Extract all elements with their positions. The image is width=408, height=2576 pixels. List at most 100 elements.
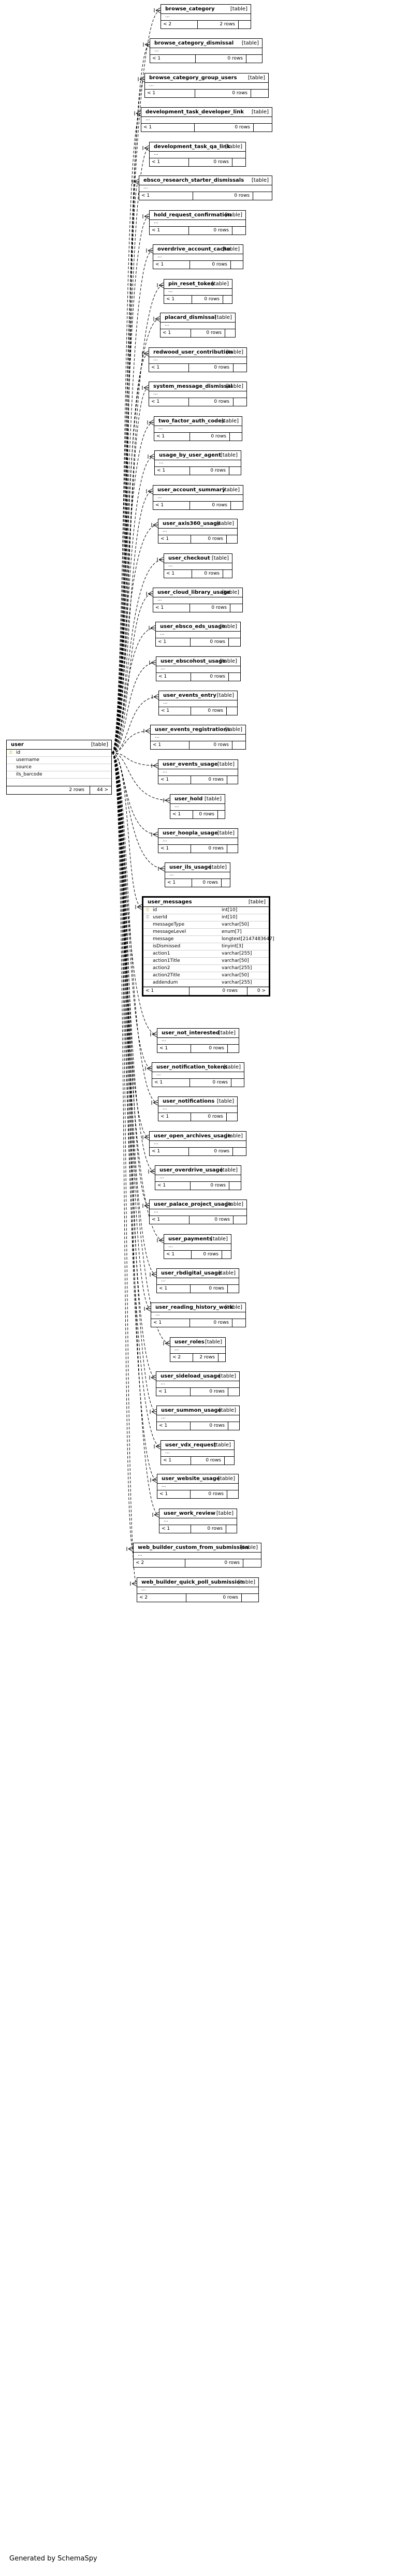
table-name[interactable]: user_palace_project_usage: [154, 1202, 232, 1207]
table-name[interactable]: user_roles: [174, 1339, 205, 1345]
parents-count[interactable]: < 2: [163, 22, 172, 27]
table-name[interactable]: user_website_usage: [162, 1476, 220, 1482]
table-name[interactable]: user_ebsco_eds_usage: [160, 624, 226, 630]
parents-count[interactable]: < 1: [166, 571, 175, 576]
column-row[interactable]: username: [7, 757, 111, 764]
table-name[interactable]: ebsco_research_starter_dismissals: [143, 178, 244, 183]
table-name[interactable]: user_notifications: [163, 1099, 215, 1104]
table-name[interactable]: web_builder_quick_poll_submission: [141, 1579, 244, 1585]
table-name[interactable]: user_cloud_library_usage: [157, 590, 231, 595]
table-name[interactable]: redwood_user_contribution: [153, 349, 233, 355]
table-name[interactable]: user: [11, 742, 24, 748]
table-name[interactable]: user_payments: [168, 1236, 212, 1242]
table-name[interactable]: development_task_qa_link: [154, 144, 230, 150]
table-name[interactable]: hold_request_confirmation: [154, 212, 231, 218]
parents-count[interactable]: < 1: [159, 1423, 168, 1428]
parents-count[interactable]: < 1: [145, 988, 154, 993]
parents-count[interactable]: < 1: [161, 708, 170, 713]
table-name[interactable]: user_ebscohost_usage: [161, 658, 226, 664]
table-name[interactable]: user_work_review: [164, 1511, 216, 1516]
table-name[interactable]: system_message_dismissal: [153, 384, 232, 389]
table-name[interactable]: user_summon_usage: [161, 1408, 222, 1413]
table-name[interactable]: usage_by_user_agent: [159, 452, 221, 458]
table-ebsco-research-starter-dismissals[interactable]: ebsco_research_starter_dismissals[table]…: [139, 175, 272, 200]
table-name[interactable]: user_vdx_request: [165, 1442, 216, 1448]
table-name[interactable]: development_task_developer_link: [145, 109, 244, 115]
table-name[interactable]: user_events_usage: [163, 762, 218, 767]
column-row[interactable]: ⚿id: [7, 750, 111, 757]
table-name[interactable]: placard_dismissal: [165, 315, 216, 320]
parents-count[interactable]: < 1: [158, 639, 167, 645]
parents-count[interactable]: < 1: [152, 1217, 161, 1222]
parents-count[interactable]: < 2: [139, 1595, 148, 1600]
table-name[interactable]: user_ils_usage: [169, 865, 212, 870]
parents-count[interactable]: < 1: [152, 159, 161, 165]
table-development-task-developer-link[interactable]: development_task_developer_link[table]..…: [141, 107, 272, 132]
table-name[interactable]: user_checkout: [168, 555, 210, 561]
table-name[interactable]: user_rbdigital_usage: [161, 1270, 222, 1276]
table-name[interactable]: overdrive_account_cache: [157, 246, 230, 252]
parents-count[interactable]: < 1: [167, 880, 176, 885]
table-name[interactable]: user_events_registrations: [155, 727, 230, 733]
table-web-builder-custom-from-submission[interactable]: web_builder_custom_from_submission[table…: [133, 1543, 261, 1568]
table-name[interactable]: user_axis360_usage: [163, 521, 221, 526]
parents-count[interactable]: < 2: [136, 1560, 144, 1565]
parents-count[interactable]: < 1: [172, 812, 181, 817]
table-name[interactable]: user_account_summary: [157, 487, 226, 493]
table-name[interactable]: browse_category_dismissal: [154, 40, 234, 46]
parents-count[interactable]: < 1: [157, 1183, 166, 1188]
parents-count[interactable]: < 1: [153, 742, 162, 748]
parents-count[interactable]: < 1: [166, 1252, 175, 1257]
parents-count[interactable]: < 1: [158, 1389, 167, 1394]
table-name[interactable]: user_notification_tokens: [156, 1064, 228, 1070]
table-name[interactable]: user_not_interested: [162, 1030, 220, 1036]
parents-count[interactable]: < 1: [151, 365, 160, 370]
table-name[interactable]: user_overdrive_usage: [159, 1167, 223, 1173]
parents-count[interactable]: < 1: [141, 193, 150, 198]
parents-count[interactable]: < 1: [158, 674, 167, 679]
parents-count[interactable]: < 1: [156, 434, 165, 439]
parents-count[interactable]: < 1: [154, 1080, 163, 1085]
parents-count[interactable]: < 1: [147, 91, 156, 96]
parents-count[interactable]: < 1: [161, 1114, 169, 1119]
